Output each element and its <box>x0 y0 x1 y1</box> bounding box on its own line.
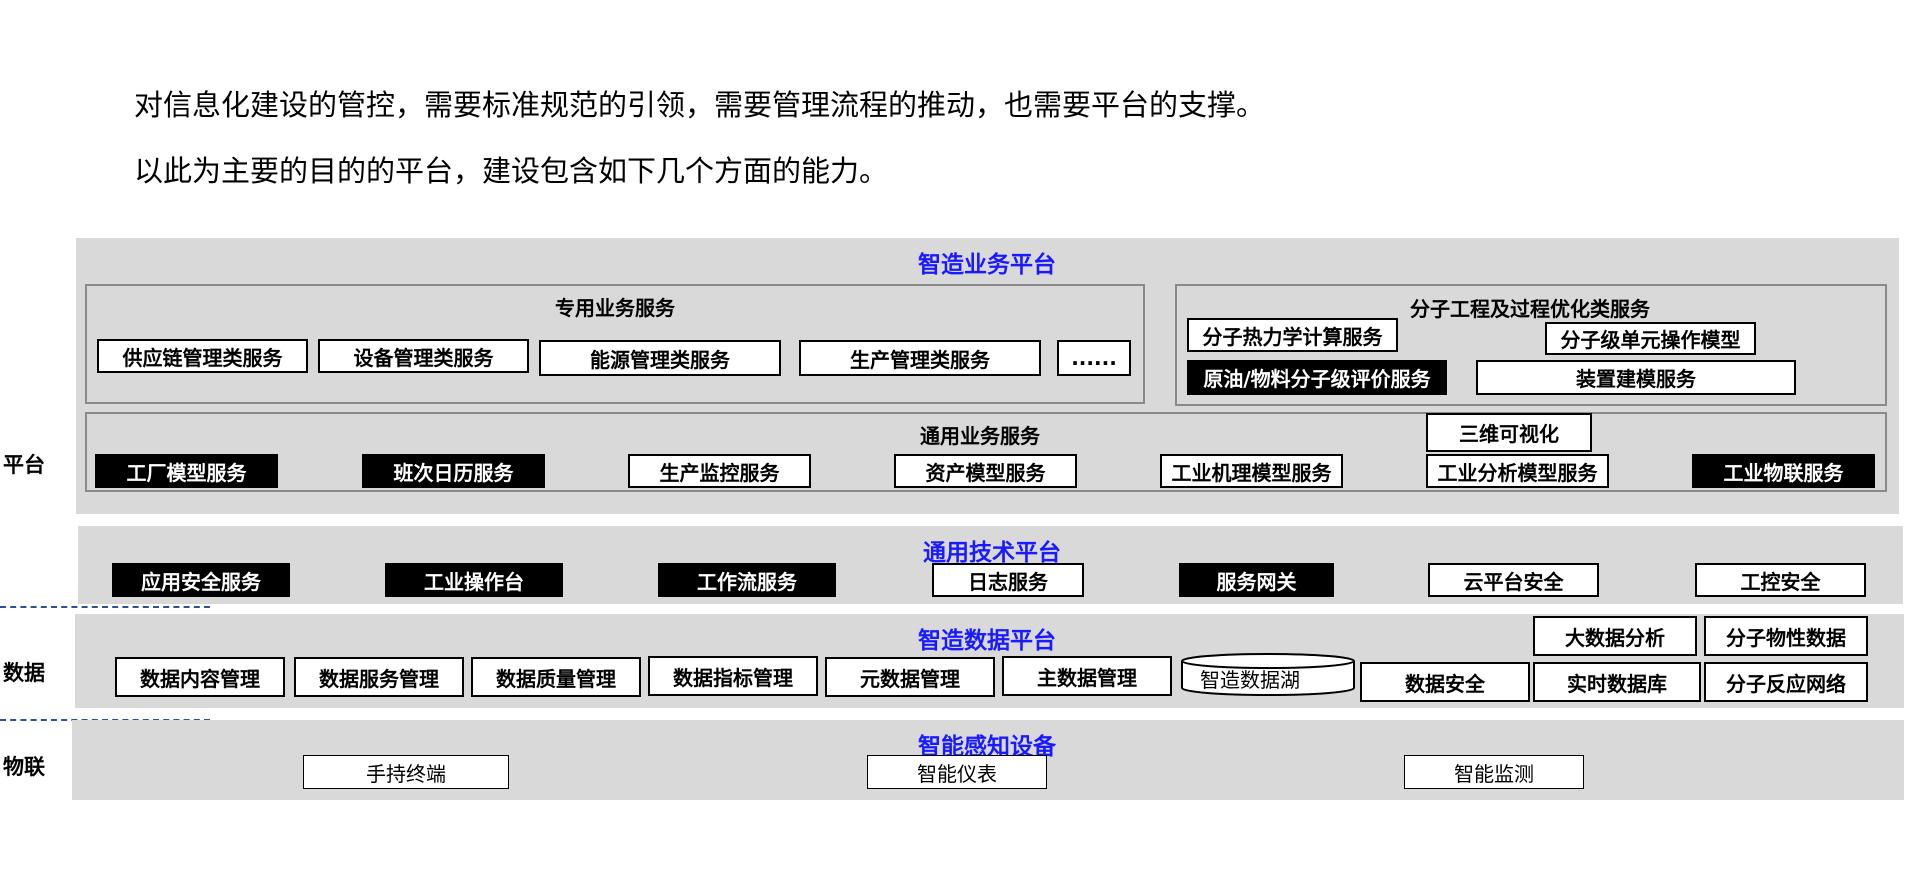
master-data-management-box: 主数据管理 <box>1002 656 1172 696</box>
side-label-iot: 物联 <box>3 755 45 779</box>
molecular-services-title: 分子工程及过程优化类服务 <box>1410 297 1650 321</box>
molecular-services-panel <box>1175 284 1887 406</box>
energy-service-box: 能源管理类服务 <box>539 340 781 376</box>
general-services-title: 通用业务服务 <box>920 424 1040 448</box>
intro-line-1: 对信息化建设的管控，需要标准规范的引领，需要管理流程的推动，也需要平台的支撑。 <box>134 88 1266 122</box>
business-platform-title: 智造业务平台 <box>918 252 1056 278</box>
log-service-box: 日志服务 <box>932 563 1084 597</box>
crude-evaluation-service-box: 原油/物料分子级评价服务 <box>1187 360 1447 395</box>
device-modeling-service-box: 装置建模服务 <box>1476 360 1796 395</box>
mechanism-model-service-box: 工业机理模型服务 <box>1160 454 1343 488</box>
smart-meter-box: 智能仪表 <box>867 755 1047 789</box>
iot-service-box: 工业物联服务 <box>1692 454 1875 488</box>
molecular-reaction-network-box: 分子反应网络 <box>1704 662 1868 702</box>
cloud-security-box: 云平台安全 <box>1428 563 1599 597</box>
analysis-model-service-box: 工业分析模型服务 <box>1426 454 1609 488</box>
data-service-management-box: 数据服务管理 <box>294 657 464 697</box>
dashed-separator-1 <box>0 606 210 608</box>
equipment-service-box: 设备管理类服务 <box>318 339 529 373</box>
industrial-console-box: 工业操作台 <box>385 563 563 597</box>
data-indicator-management-box: 数据指标管理 <box>648 656 818 696</box>
more-services-box: ...... <box>1057 340 1131 376</box>
3d-visualization-box: 三维可视化 <box>1426 413 1592 452</box>
service-gateway-box: 服务网关 <box>1179 563 1334 597</box>
special-services-panel <box>85 284 1145 404</box>
general-services-panel <box>85 412 1887 492</box>
thermodynamics-service-box: 分子热力学计算服务 <box>1187 318 1398 352</box>
intro-line-2: 以此为主要的目的的平台，建设包含如下几个方面的能力。 <box>134 154 889 188</box>
metadata-management-box: 元数据管理 <box>825 657 995 697</box>
production-monitoring-service-box: 生产监控服务 <box>628 454 811 488</box>
data-platform-title: 智造数据平台 <box>918 628 1056 654</box>
molecular-property-data-box: 分子物性数据 <box>1704 616 1868 656</box>
smart-monitoring-box: 智能监测 <box>1404 755 1584 789</box>
data-lake-label: 智造数据湖 <box>1200 667 1300 692</box>
asset-model-service-box: 资产模型服务 <box>894 454 1077 488</box>
data-security-box: 数据安全 <box>1360 662 1530 702</box>
data-lake-cylinder <box>1181 653 1355 696</box>
ics-security-box: 工控安全 <box>1695 563 1866 597</box>
realtime-database-box: 实时数据库 <box>1533 662 1701 702</box>
workflow-service-box: 工作流服务 <box>658 563 836 597</box>
special-services-title: 专用业务服务 <box>555 296 675 320</box>
production-service-box: 生产管理类服务 <box>799 340 1041 376</box>
handheld-terminal-box: 手持终端 <box>303 755 509 789</box>
app-security-service-box: 应用安全服务 <box>112 563 290 597</box>
factory-model-service-box: 工厂模型服务 <box>95 454 278 488</box>
unit-operation-model-box: 分子级单元操作模型 <box>1545 322 1756 355</box>
data-quality-management-box: 数据质量管理 <box>471 657 641 697</box>
side-label-data: 数据 <box>3 661 45 685</box>
big-data-analysis-box: 大数据分析 <box>1533 616 1697 656</box>
side-label-platform: 平台 <box>3 453 45 477</box>
data-content-management-box: 数据内容管理 <box>115 657 285 697</box>
supply-chain-service-box: 供应链管理类服务 <box>97 339 308 373</box>
shift-calendar-service-box: 班次日历服务 <box>362 454 545 488</box>
tech-platform-title: 通用技术平台 <box>923 540 1061 566</box>
